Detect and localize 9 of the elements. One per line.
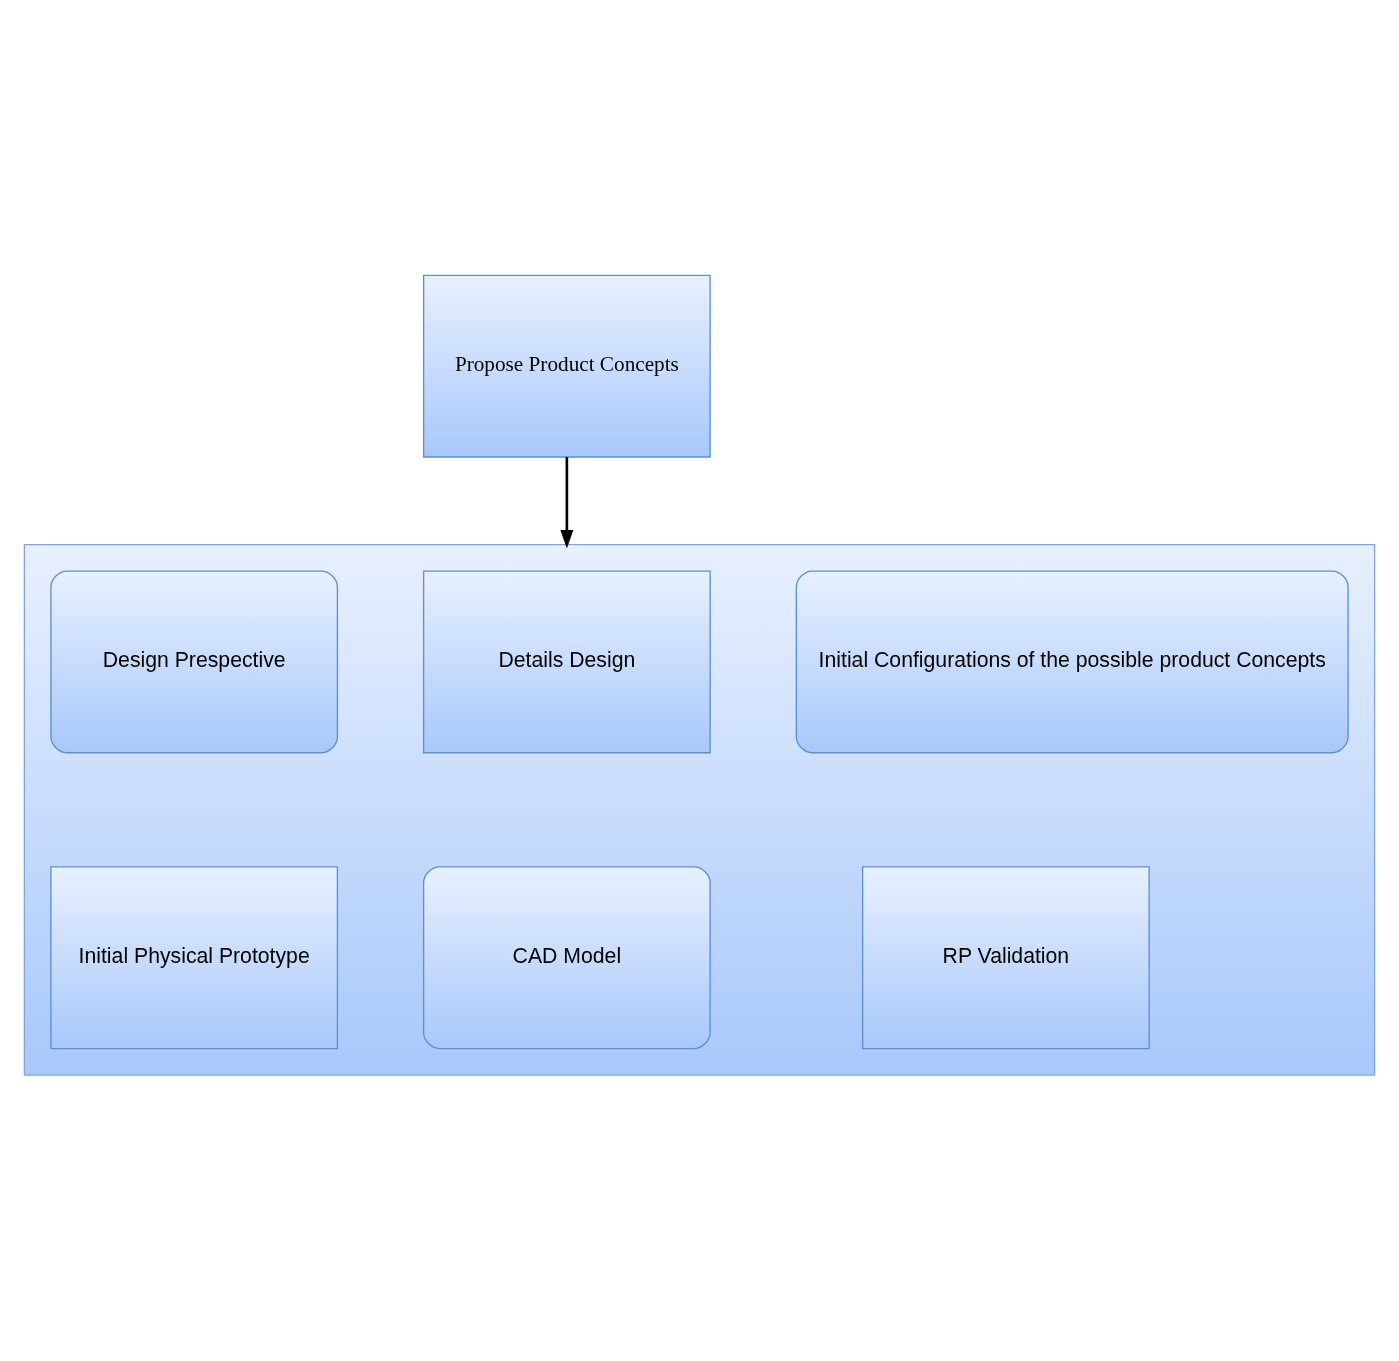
- node-box: RP Validation: [861, 866, 1150, 1050]
- node-box: Design Prespective: [50, 570, 339, 754]
- node-box: CAD Model: [422, 866, 711, 1050]
- node-box: Propose Product Concepts: [422, 274, 711, 458]
- cluster: [23, 543, 1376, 1076]
- node-box: Initial Configurations of the possible product Concepts: [795, 570, 1349, 754]
- arrow: [560, 457, 574, 549]
- node-box: Initial Physical Prototype: [50, 866, 339, 1050]
- node-box: Details Design: [422, 570, 711, 754]
